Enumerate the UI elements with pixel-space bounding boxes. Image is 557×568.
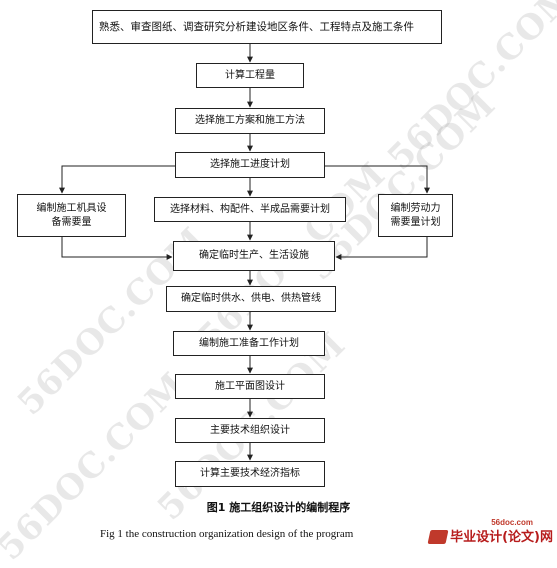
step-site-layout: 施工平面图设计	[175, 374, 325, 399]
step-machinery-plan-line2: 备需要量	[51, 216, 92, 228]
step-prep-plan-label: 编制施工准备工作计划	[199, 337, 299, 349]
step-tech-org-label: 主要技术组织设计	[210, 424, 290, 436]
step-machinery-plan: 编制施工机具设备需要量	[17, 194, 126, 237]
brand-book-icon	[427, 530, 449, 544]
step-temp-facilities: 确定临时生产、生活设施	[173, 241, 335, 271]
step-labor-plan: 编制劳动力需要量计划	[378, 194, 453, 237]
step-tech-org: 主要技术组织设计	[175, 418, 325, 443]
step-machinery-plan-line1: 编制施工机具设	[36, 202, 107, 214]
step-materials-plan: 选择材料、构配件、半成品需要计划	[154, 197, 346, 222]
figure-caption-english: Fig 1 the construction organization desi…	[100, 528, 354, 540]
step-labor-plan-line1: 编制劳动力	[390, 202, 441, 214]
brand-site-url: 56doc.com	[491, 518, 533, 527]
brand-name: 毕业设计(论文)网	[450, 530, 553, 545]
step-temp-utilities-label: 确定临时供水、供电、供热管线	[181, 293, 321, 304]
step-select-methods: 选择施工方案和施工方法	[175, 108, 325, 134]
step-econ-indicators: 计算主要技术经济指标	[175, 461, 325, 487]
step-materials-plan-label: 选择材料、构配件、半成品需要计划	[170, 203, 330, 215]
step-site-layout-label: 施工平面图设计	[215, 380, 285, 392]
step-calc-quantities: 计算工程量	[196, 63, 304, 88]
step-labor-plan-line2: 需要量计划	[390, 216, 441, 228]
step-schedule-label: 选择施工进度计划	[210, 159, 290, 170]
brand-logo: 毕业设计(论文)网	[427, 520, 553, 546]
step-temp-facilities-label: 确定临时生产、生活设施	[199, 250, 309, 261]
figure-caption-chinese: 图1 施工组织设计的编制程序	[206, 501, 351, 514]
step-temp-utilities: 确定临时供水、供电、供热管线	[166, 286, 336, 312]
step-survey-conditions-label: 熟悉、审查图纸、调查研究分析建设地区条件、工程特点及施工条件	[99, 21, 414, 33]
step-prep-plan: 编制施工准备工作计划	[173, 331, 325, 356]
step-econ-indicators-label: 计算主要技术经济指标	[200, 468, 300, 479]
step-calc-quantities-label: 计算工程量	[225, 69, 275, 81]
step-survey-conditions: 熟悉、审查图纸、调查研究分析建设地区条件、工程特点及施工条件	[92, 10, 442, 44]
connector-lines	[59, 44, 430, 461]
step-select-methods-label: 选择施工方案和施工方法	[195, 115, 305, 126]
step-schedule: 选择施工进度计划	[175, 152, 325, 178]
